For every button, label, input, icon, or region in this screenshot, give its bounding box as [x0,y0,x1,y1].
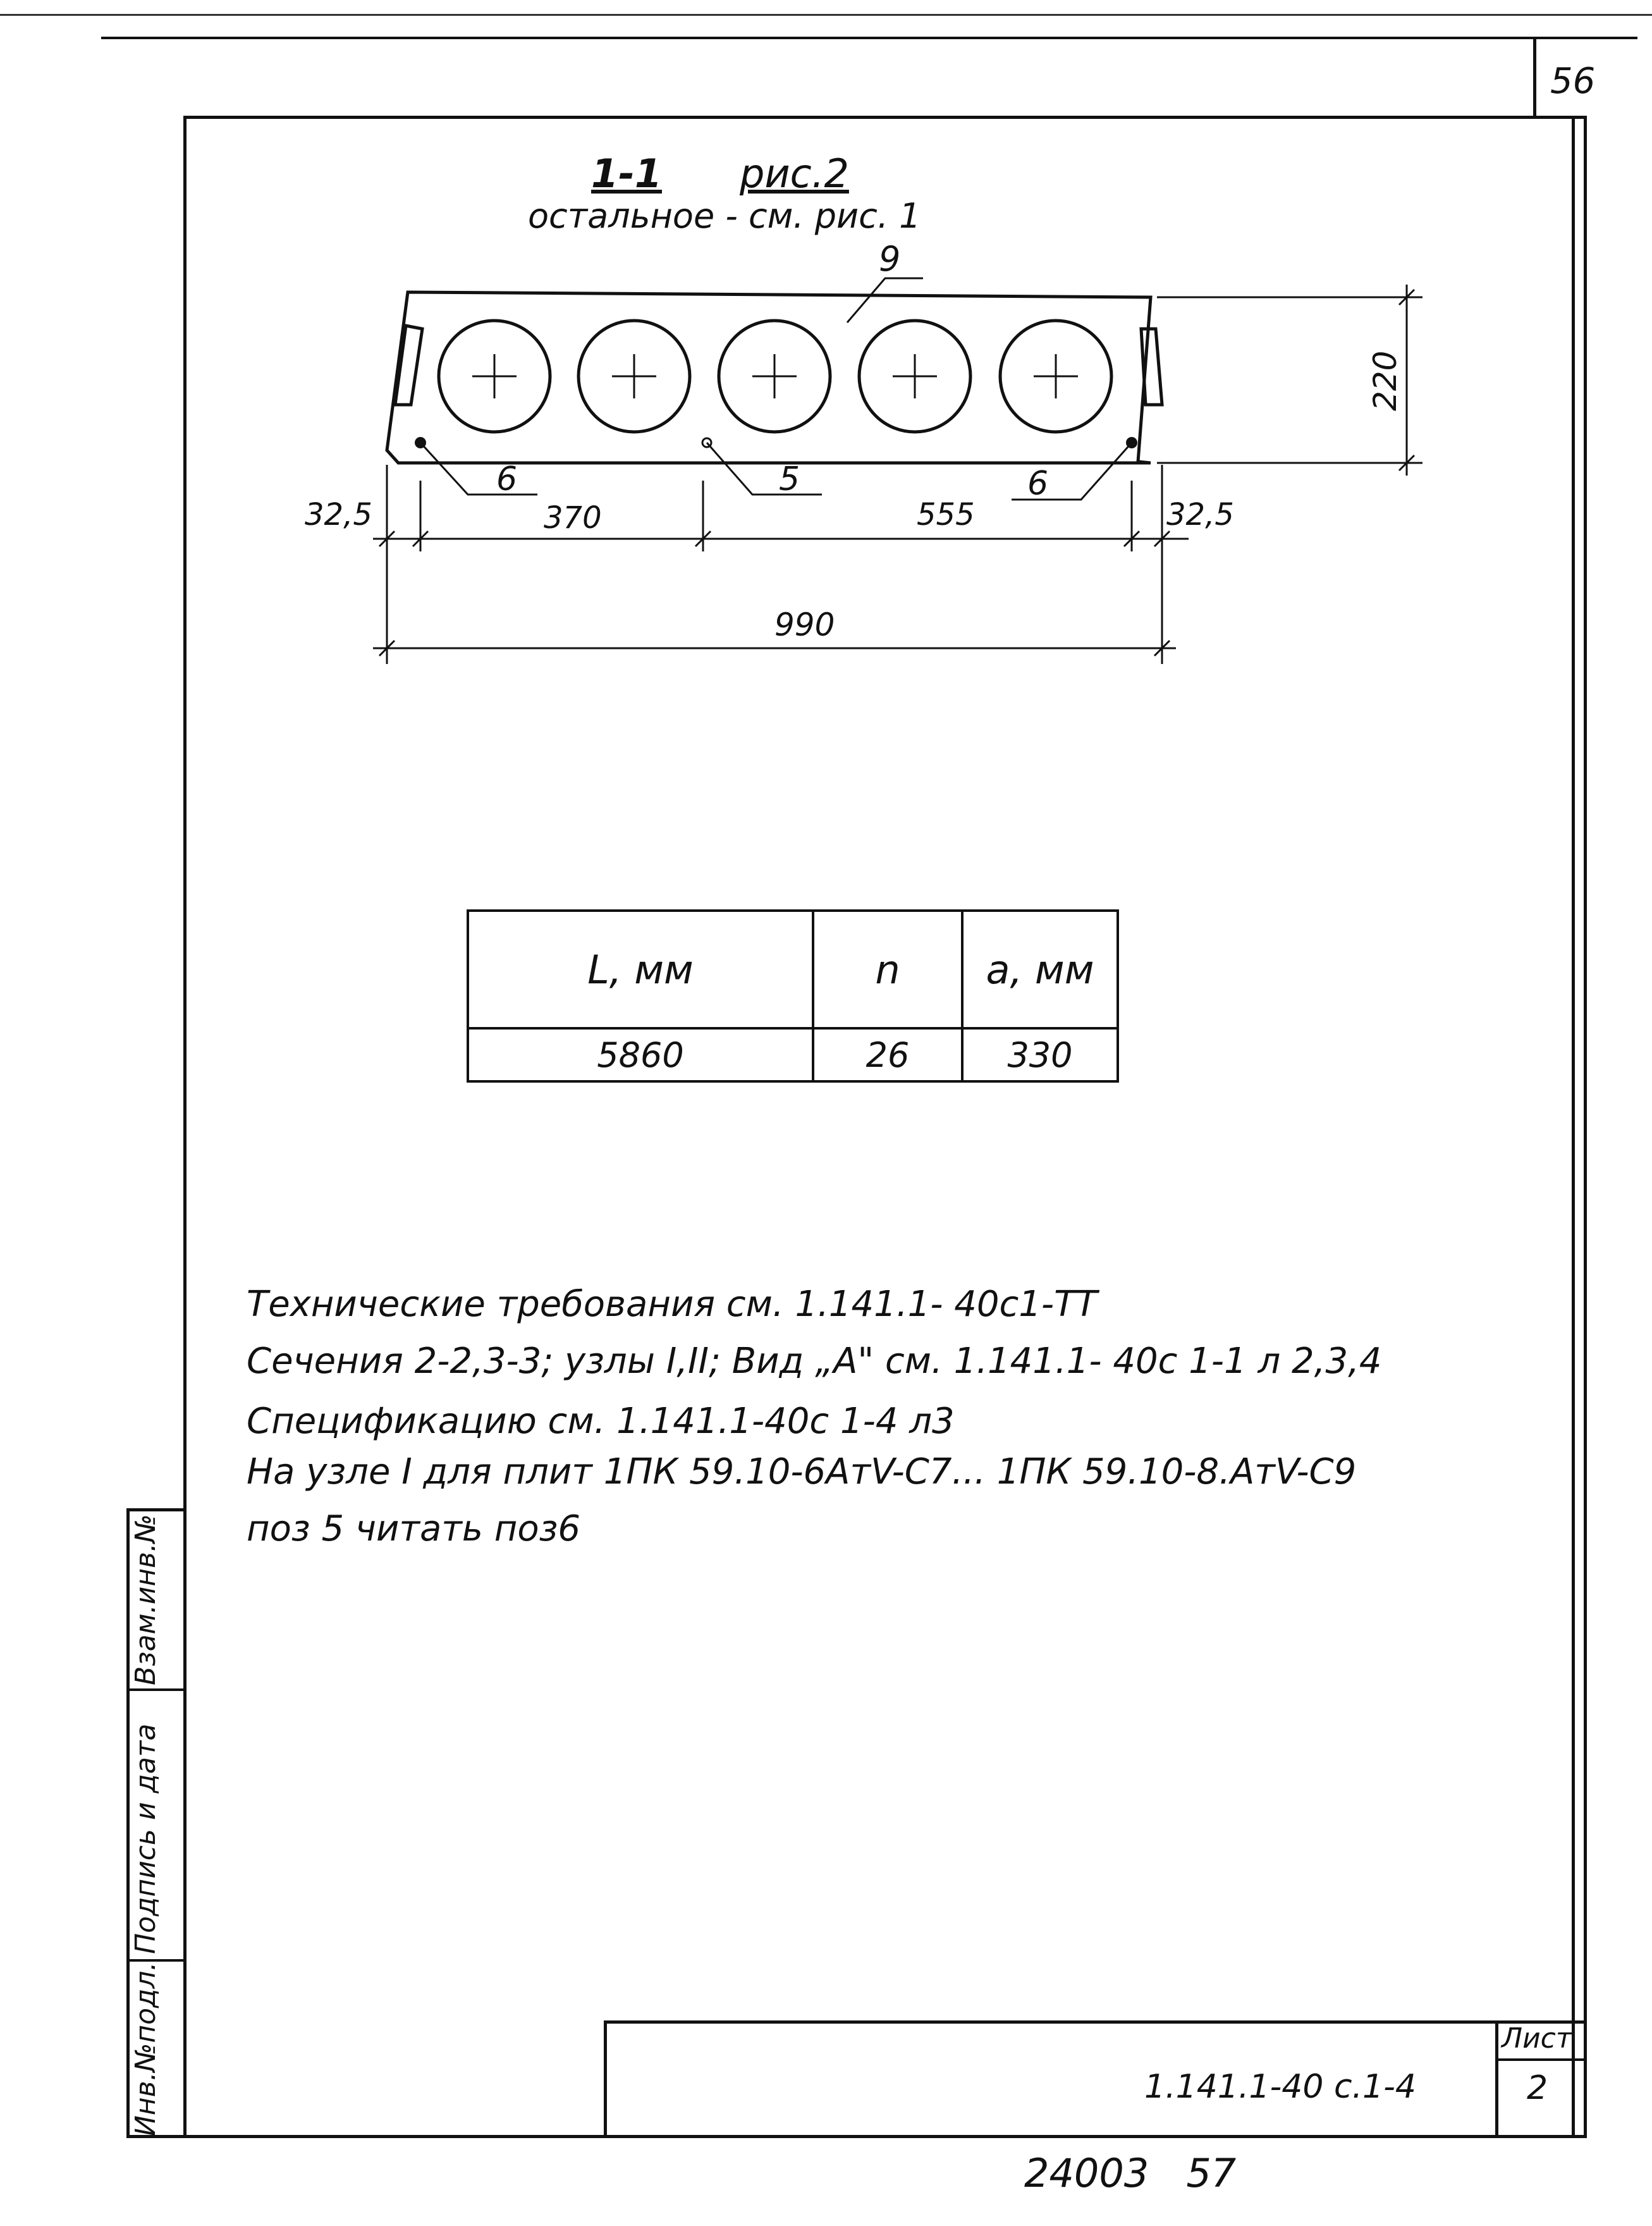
dim-left-edge-label: 32,5 [305,497,372,532]
page-number: 56 [1550,61,1596,102]
dim-right-span-label: 555 [917,497,975,532]
leader-9 [846,277,923,323]
side-stamp-podpis-data: Подпись и дата [130,1723,162,1954]
pos-6-left-label: 6 [496,460,517,498]
rebar-left [415,437,426,448]
dim-total-label: 990 [774,606,835,643]
void-3 [717,319,832,434]
dim-right-edge-label: 32,5 [1166,497,1234,532]
slab-cross-section-drawing: 9 6 5 6 220 32,5 370 555 32,5 990 [305,239,1423,664]
title-block-left [604,2020,607,2138]
void-1-cross [472,354,517,398]
pos-5-label: 5 [779,460,800,498]
slab-outline [385,290,1153,465]
pos-9-label: 9 [879,239,900,279]
side-stamp-vzam-inv: Взам.инв.№ [130,1514,162,1685]
void-2 [577,319,692,434]
sheet-label: Лист [1502,2022,1572,2055]
side-stamp-sep2 [126,1959,187,1962]
sheet-cell-left [1495,2020,1498,2138]
top-rule [101,37,1637,39]
document-designation: 1.141.1-40 с.1-4 [1144,2068,1416,2106]
dim-ticks-row1 [378,530,1171,548]
sheet-cell-sep [1495,2058,1587,2061]
pos-6-right-label: 6 [1027,465,1048,503]
table-cell: 5860 [467,1027,814,1083]
note-sections-nodes: Сечения 2-2,3-3; узлы I,II; Вид „А" см. … [247,1341,1382,1382]
side-stamp-column [126,1508,187,2138]
inner-right-border [1572,116,1575,2138]
table-cell: 26 [812,1027,964,1083]
top-edge-line [0,14,1652,16]
section-note: остальное - см. рис. 1 [528,196,921,236]
leader-6-right [1012,442,1133,501]
dim-height-ticks [1398,288,1416,472]
table-cell: 330 [961,1027,1119,1083]
table-header-row: L, мм n a, мм [467,909,1119,1030]
leader-6-left [419,441,537,496]
section-mark: 1-1 [591,151,663,197]
side-stamp-sep1 [126,1688,187,1691]
right-key [1139,327,1164,407]
title-block-top [604,2020,1587,2024]
dim-ticks-total [378,639,1171,657]
rebar-right [1126,437,1137,448]
page-number-box-left [1533,38,1536,117]
table-row: 5860 26 330 [467,1027,1119,1083]
side-stamp-inv-podl: Инв.№подл. [130,1962,162,2136]
void-2-cross [612,354,656,398]
sheet-number: 2 [1527,2069,1548,2107]
rebar-middle [701,437,713,448]
parameters-table: L, мм n a, мм 5860 26 330 [467,909,1119,1083]
void-4 [857,319,972,434]
table-header-cell: a, мм [961,909,1119,1030]
void-4-cross [893,354,937,398]
table-header-cell: L, мм [467,909,814,1030]
drawing-frame [183,116,1587,2138]
table-header-cell: n [812,909,964,1030]
void-3-cross [752,354,797,398]
note-position-replace: поз 5 читать поз6 [247,1508,581,1549]
footer-archive-number: 24003 57 [1024,2150,1237,2196]
left-key [393,324,424,407]
note-node-plates: На узле I для плит 1ПК 59.10-6АтV-С7... … [247,1451,1357,1492]
void-5 [998,319,1113,434]
dim-left-span-label: 370 [544,500,602,536]
note-technical-requirements: Технические требования см. 1.141.1- 40с1… [247,1284,1098,1325]
note-specification: Спецификацию см. 1.141.1-40с 1-4 л3 [247,1401,955,1442]
void-1 [437,319,552,434]
dim-height-label: 220 [1367,351,1404,411]
void-5-cross [1034,354,1078,398]
section-figure: рис.2 [740,151,849,197]
leader-5 [706,442,822,496]
